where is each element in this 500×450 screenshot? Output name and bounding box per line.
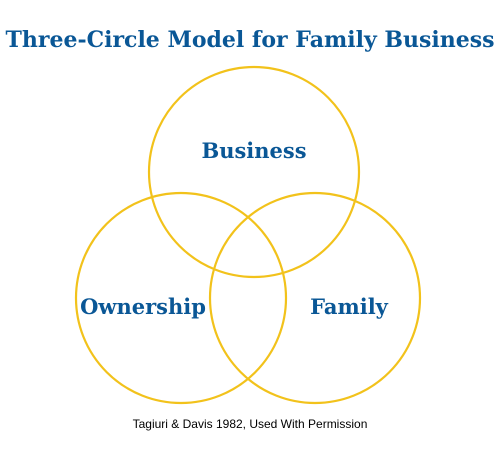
business-label: Business (201, 138, 306, 163)
business-circle (147, 65, 361, 279)
ownership-label: Ownership (80, 294, 206, 319)
family-label: Family (310, 294, 389, 319)
ownership-circle (74, 191, 288, 405)
diagram-title: Three-Circle Model for Family Business (6, 27, 495, 53)
family-circle (208, 191, 422, 405)
attribution-caption: Tagiuri & Davis 1982, Used With Permissi… (133, 417, 368, 431)
